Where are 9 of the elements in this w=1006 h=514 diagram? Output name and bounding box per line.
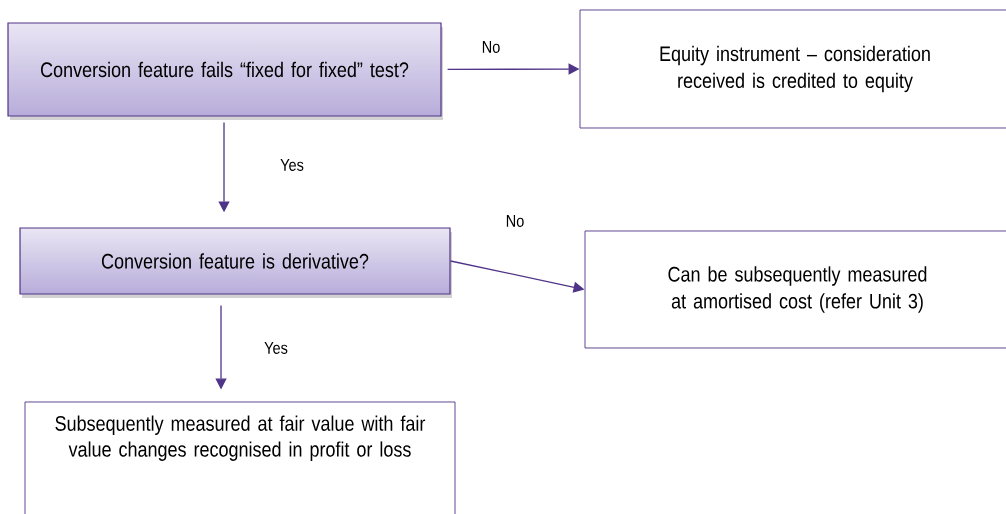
decision-box: Conversion feature is derivative? <box>19 227 452 298</box>
outcome-box: Can be subsequently measured at amortised cost (refer Unit 3) <box>584 230 1006 349</box>
outcome-box: Equity instrument – consideration received is credited to equity <box>579 9 1006 129</box>
outcome-box: Subsequently measured at fair value with fair value changes recognised in profit or loss <box>24 401 456 514</box>
edge-label: Yes <box>263 341 289 355</box>
edge-label: No <box>480 40 502 54</box>
decision-box: Conversion feature fails “fixed for fixed” test? <box>7 22 443 120</box>
edge-label: No <box>504 214 526 228</box>
edge-label: Yes <box>279 158 305 172</box>
